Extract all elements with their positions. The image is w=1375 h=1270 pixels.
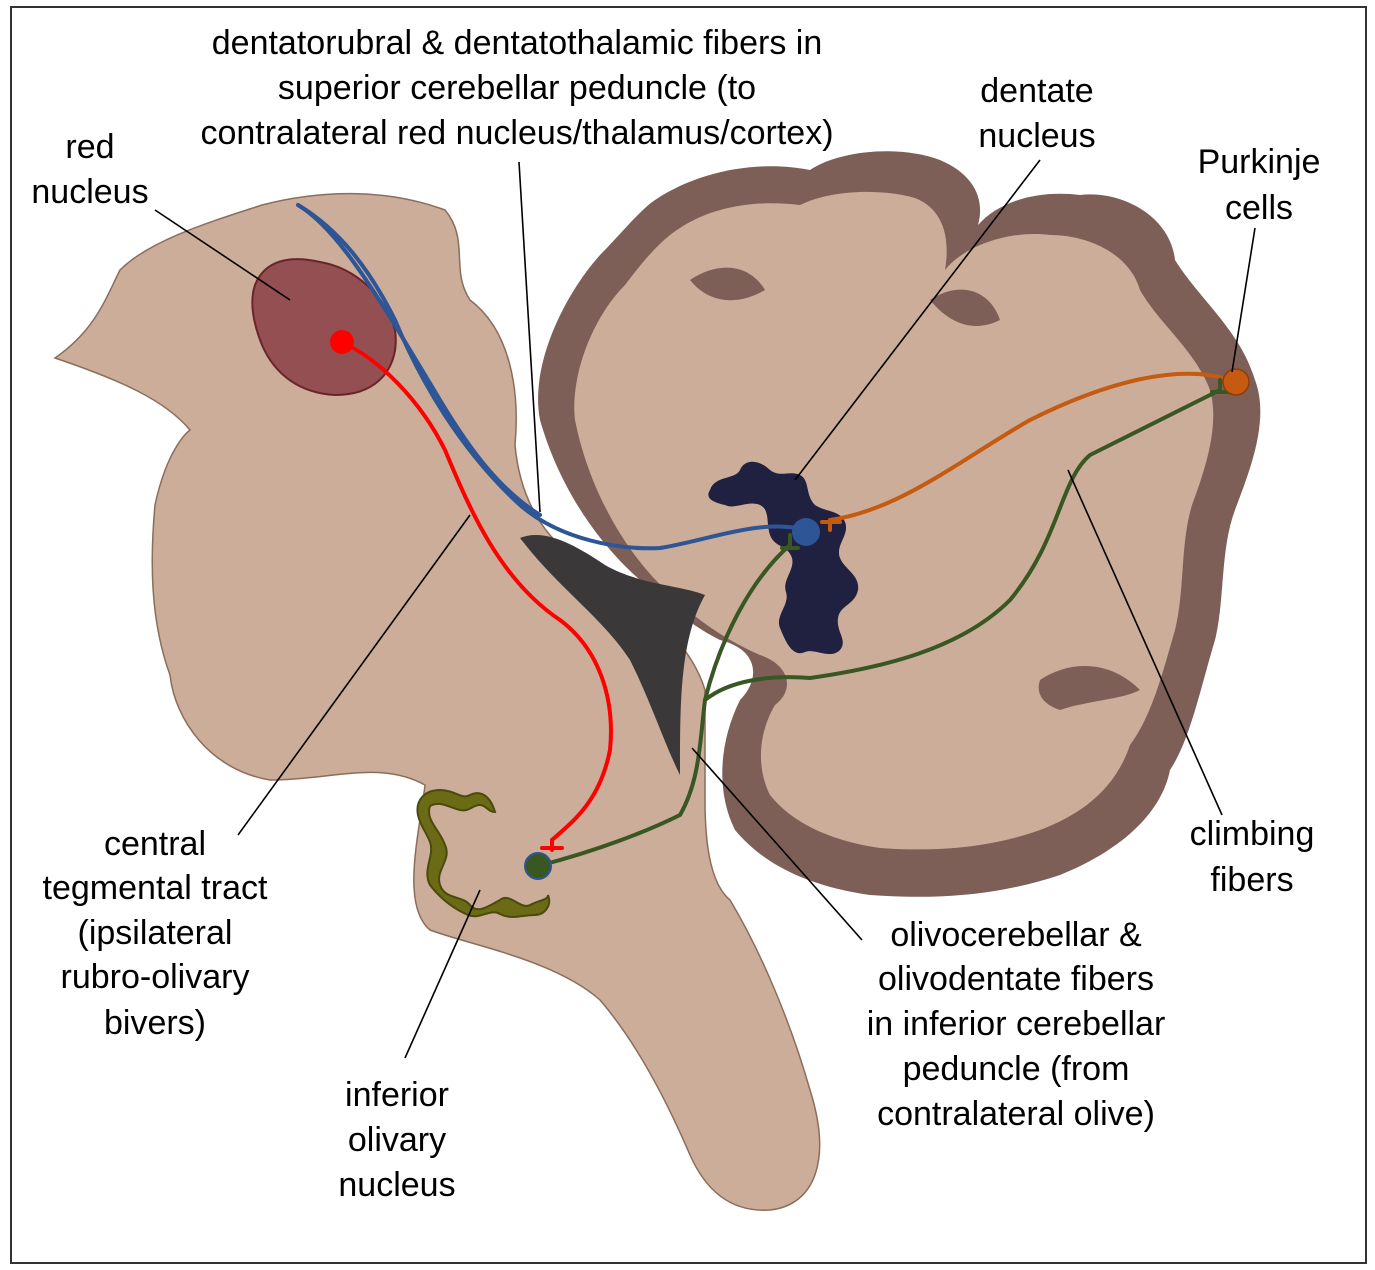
label-line: rubro-olivary: [61, 958, 250, 996]
purkinje-terminal: [820, 518, 842, 532]
label-line: olivodentate fibers: [878, 960, 1154, 998]
label-line: dentate: [980, 72, 1093, 110]
dentatothalamic-fiber: [296, 203, 542, 517]
label-line: inferior: [345, 1076, 449, 1114]
label-line: contralateral olive): [877, 1095, 1155, 1133]
label-dentate-nucleus: dentate nucleus: [978, 72, 1095, 155]
olivodentate-terminal: [780, 533, 800, 550]
label-line: dentatorubral & dentatothalamic fibers i…: [212, 24, 822, 62]
leader-central-tegmental: [237, 514, 471, 836]
label-line: central: [104, 825, 206, 863]
fissure-notch-2: [930, 289, 1000, 326]
label-line: red: [65, 128, 114, 166]
red-nucleus: [251, 258, 397, 397]
label-line: olivocerebellar &: [890, 916, 1142, 954]
label-line: superior cerebellar peduncle (to: [278, 69, 756, 107]
label-line: nucleus: [978, 117, 1095, 155]
label-line: olivary: [348, 1121, 446, 1159]
leader-climbing: [1067, 469, 1223, 816]
climbing-fiber: [703, 388, 1222, 702]
label-purkinje-cells: Purkinje cells: [1198, 143, 1321, 227]
label-red-nucleus: red nucleus: [31, 128, 148, 211]
purkinje-axon: [828, 371, 1238, 522]
label-line: (ipsilateral: [78, 914, 233, 952]
label-inferior-olivary-nucleus: inferior olivary nucleus: [338, 1076, 455, 1204]
label-line: Purkinje: [1198, 143, 1321, 181]
olivary-neuron: [524, 852, 552, 880]
leader-inf-peduncle: [691, 747, 863, 941]
label-line: nucleus: [31, 173, 148, 211]
climbing-terminal: [1210, 378, 1230, 394]
label-line: tegmental tract: [43, 869, 268, 907]
dentate-nucleus: [708, 461, 859, 655]
label-climbing-fibers: climbing fibers: [1190, 815, 1315, 899]
leader-lines: [154, 159, 1256, 1059]
red-tract-terminal: [540, 838, 564, 852]
label-line: cells: [1225, 189, 1293, 227]
fissure-notch-1: [1038, 666, 1140, 710]
label-line: in inferior cerebellar: [867, 1005, 1166, 1043]
red-nucleus-neuron: [330, 330, 354, 354]
olivocerebellar-fiber: [536, 543, 792, 868]
label-line: climbing: [1190, 815, 1315, 853]
label-line: fibers: [1210, 861, 1293, 899]
label-line: bivers): [104, 1004, 206, 1042]
brainstem-tissue: [53, 192, 821, 1211]
label-line: nucleus: [338, 1166, 455, 1204]
leader-sup-peduncle: [518, 161, 541, 513]
leader-purkinje: [1231, 227, 1256, 373]
label-inf-peduncle: olivocerebellar & olivodentate fibers in…: [867, 916, 1166, 1133]
fissure-notch-3: [690, 267, 765, 301]
leader-red-nucleus: [154, 209, 291, 301]
central-tegmental-tract: [340, 340, 613, 842]
label-line: peduncle (from: [903, 1050, 1130, 1088]
label-line: contralateral red nucleus/thalamus/corte…: [200, 114, 833, 152]
dentatorubral-fiber: [296, 203, 808, 551]
purkinje-cell: [1222, 368, 1250, 396]
label-sup-peduncle: dentatorubral & dentatothalamic fibers i…: [200, 24, 833, 152]
leader-inferior-olive: [404, 889, 481, 1059]
dentate-neuron: [792, 518, 820, 546]
leader-dentate: [794, 159, 1041, 481]
label-central-tegmental-tract: central tegmental tract (ipsilateral rub…: [43, 825, 268, 1042]
fourth-ventricle: [520, 535, 705, 775]
